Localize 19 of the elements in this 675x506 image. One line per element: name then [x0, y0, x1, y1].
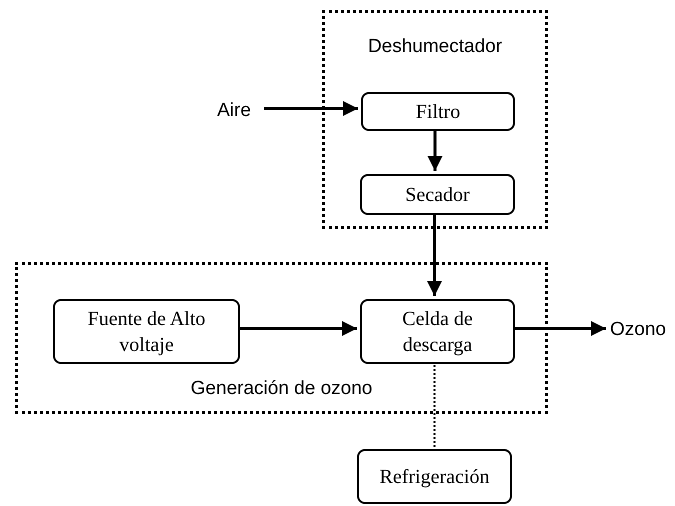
group-frame: [15, 262, 548, 414]
flow-label: Aire: [217, 98, 251, 123]
group-frame: [322, 10, 548, 229]
box-label: Refrigeración: [380, 464, 490, 490]
box-label: Secador: [405, 182, 470, 208]
group-heading: Deshumectador: [368, 35, 502, 59]
box-label: Filtro: [416, 100, 460, 124]
box-label: Fuente de Alto voltaje: [86, 306, 206, 358]
process-box: [361, 92, 515, 131]
flow-label: Ozono: [610, 318, 666, 342]
process-box: [357, 449, 512, 504]
arrow: [428, 128, 442, 171]
process-box: [360, 174, 515, 215]
process-box: [360, 299, 515, 364]
process-box: [53, 299, 240, 364]
arrow: [264, 101, 358, 116]
group-heading: Generación de ozono: [190, 376, 372, 400]
arrow: [427, 212, 442, 296]
box-label: Celda de descarga: [401, 306, 474, 358]
